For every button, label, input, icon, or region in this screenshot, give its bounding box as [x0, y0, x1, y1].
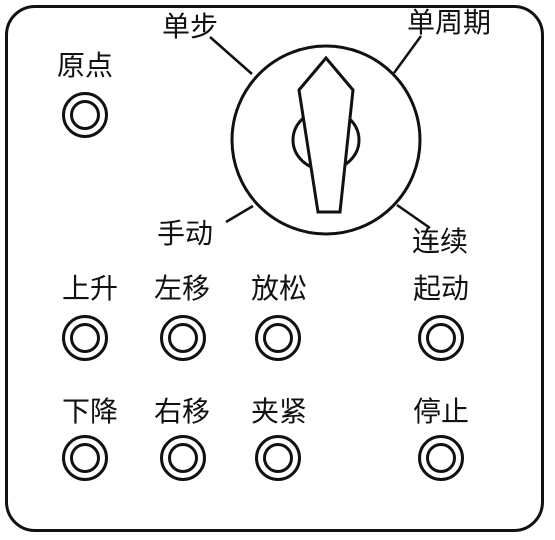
label-up: 上升 [62, 272, 119, 305]
label-clamp: 夹紧 [251, 395, 308, 428]
label-left: 左移 [154, 272, 211, 305]
label-right: 右移 [154, 395, 211, 428]
label-continuous: 连续 [412, 225, 469, 258]
right-button[interactable] [160, 435, 206, 481]
clamp-button[interactable] [255, 435, 301, 481]
selector-dial [230, 44, 422, 236]
down-button[interactable] [62, 435, 108, 481]
label-stop: 停止 [413, 395, 470, 428]
control-panel [5, 5, 544, 532]
leader-manual [225, 204, 254, 224]
leader-single-cycle [392, 35, 423, 74]
release-button[interactable] [255, 315, 301, 361]
stop-button[interactable] [418, 435, 464, 481]
leader-single-step [209, 36, 253, 75]
label-single-step: 单步 [162, 10, 219, 43]
leader-continuous [396, 203, 431, 230]
selector-knob-pointer [297, 55, 355, 214]
origin-indicator-lamp [62, 92, 108, 138]
label-origin: 原点 [57, 49, 114, 82]
left-button[interactable] [160, 315, 206, 361]
start-button[interactable] [418, 315, 464, 361]
label-start: 起动 [413, 272, 470, 305]
label-down: 下降 [62, 395, 119, 428]
up-button[interactable] [62, 315, 108, 361]
label-release: 放松 [251, 272, 308, 305]
label-manual: 手动 [157, 217, 214, 250]
label-single-cycle: 单周期 [407, 6, 492, 39]
